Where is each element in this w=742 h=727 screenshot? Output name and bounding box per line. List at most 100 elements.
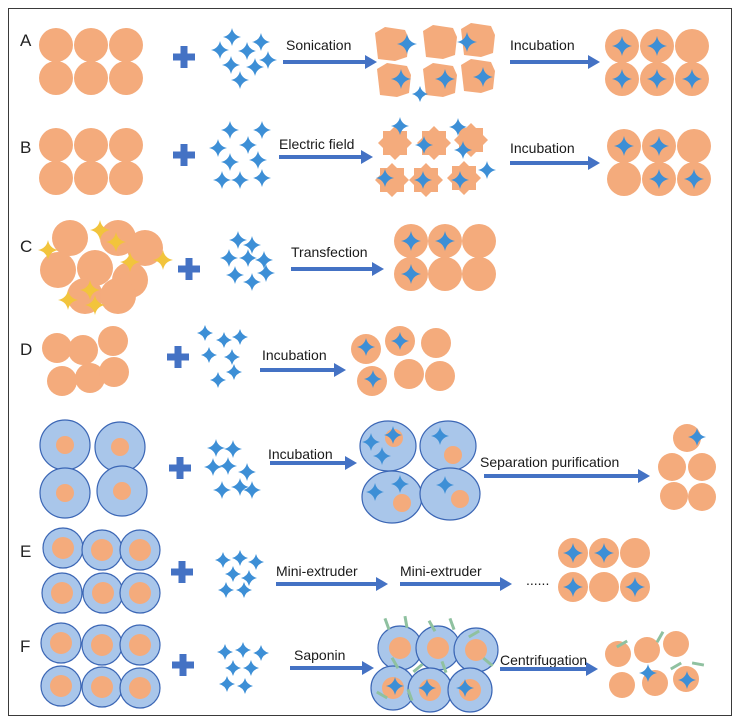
drug-molecule <box>647 36 667 56</box>
drug-molecule <box>226 364 242 380</box>
process-arrow-head <box>365 55 377 69</box>
step-label-d2a: Incubation <box>268 446 333 462</box>
vesicle <box>109 61 143 95</box>
drug-molecule <box>209 139 227 157</box>
drug-molecule <box>252 33 270 51</box>
internal-vesicle <box>52 537 74 559</box>
row-label-f: F <box>20 637 30 656</box>
vesicle <box>607 162 641 196</box>
drug-molecule <box>236 582 252 598</box>
drug-molecule <box>684 169 704 189</box>
process-arrow-head <box>334 363 346 377</box>
plus-sign <box>185 258 193 280</box>
plus-sign <box>180 144 188 166</box>
drug-molecule <box>219 457 237 475</box>
vesicle <box>428 257 462 291</box>
drug-molecule <box>435 69 455 89</box>
plus-sign <box>176 457 184 479</box>
drug-molecule <box>231 478 249 496</box>
vesicle <box>688 453 716 481</box>
row-label-d: D <box>20 340 32 359</box>
saponin-molecule <box>482 656 494 668</box>
step-label-e2: Mini-extruder <box>400 563 482 579</box>
ruptured-vesicle <box>377 63 411 97</box>
step-label-d2b: Separation purification <box>480 454 619 470</box>
vesicle <box>589 572 619 602</box>
process-arrow-head <box>345 456 357 470</box>
drug-molecule <box>239 136 257 154</box>
drug-molecule <box>243 273 261 291</box>
vesicle <box>109 128 143 162</box>
drug-molecule <box>431 427 449 445</box>
drug-molecule <box>210 372 226 388</box>
drug-molecule <box>226 266 244 284</box>
drug-molecule <box>220 249 238 267</box>
drug-molecule <box>647 69 667 89</box>
step-label-e1: Mini-extruder <box>276 563 358 579</box>
saponin-molecule <box>691 661 705 667</box>
plus-sign <box>178 561 186 583</box>
drug-molecule <box>211 41 229 59</box>
drug-molecule <box>414 171 432 189</box>
drug-molecule <box>243 660 259 676</box>
vesicle <box>658 453 686 481</box>
drug-molecule <box>225 566 241 582</box>
drug-molecule <box>678 671 696 689</box>
drug-molecule <box>649 169 669 189</box>
drug-molecule <box>255 251 273 269</box>
internal-vesicle <box>91 634 113 656</box>
saponin-molecule <box>390 657 400 669</box>
drug-molecule <box>249 151 267 169</box>
drug-molecule <box>391 332 409 350</box>
internal-vesicle <box>129 634 151 656</box>
cell <box>359 420 417 472</box>
vesicle <box>605 641 631 667</box>
vesicle <box>40 252 76 288</box>
saponin-molecule <box>655 631 665 643</box>
internal-vesicle <box>50 675 72 697</box>
internal-vesicle <box>50 632 72 654</box>
drug-molecule <box>478 161 496 179</box>
vesicle <box>688 483 716 511</box>
saponin-molecule <box>427 620 437 632</box>
drug-molecule <box>612 36 632 56</box>
internal-vesicle <box>129 582 151 604</box>
drug-molecule <box>449 118 467 136</box>
drug-molecule <box>625 577 645 597</box>
vesicle <box>393 494 411 512</box>
step-label-a1: Sonication <box>286 37 351 53</box>
process-arrow-head <box>362 661 374 675</box>
vesicle <box>444 446 462 464</box>
drug-molecule <box>229 231 247 249</box>
internal-vesicle <box>56 436 74 454</box>
drug-molecule <box>259 51 277 69</box>
drug-molecule <box>473 67 493 87</box>
drug-molecule <box>436 476 454 494</box>
drug-molecule <box>614 136 634 156</box>
vesicle <box>462 257 496 291</box>
internal-vesicle <box>91 676 113 698</box>
porated-vesicle <box>375 163 409 197</box>
drug-molecule <box>213 171 231 189</box>
drug-molecule <box>457 32 477 52</box>
drug-molecule <box>224 349 240 365</box>
plus-sign <box>179 654 187 676</box>
row-label-b: B <box>20 138 31 157</box>
drug-molecule <box>415 136 433 154</box>
row-label-e: E <box>20 542 31 561</box>
gold-drug-molecule <box>80 280 100 300</box>
drug-molecule <box>391 69 411 89</box>
drug-molecule <box>257 264 275 282</box>
diagram-frame <box>8 8 732 716</box>
drug-molecule <box>218 582 234 598</box>
vesicle <box>68 335 98 365</box>
porated-vesicle <box>417 126 451 160</box>
vesicle <box>394 359 424 389</box>
cell <box>361 470 423 524</box>
drug-molecule <box>219 676 235 692</box>
internal-vesicle <box>129 677 151 699</box>
vesicle <box>620 538 650 568</box>
drug-molecule <box>225 660 241 676</box>
saponin-molecule <box>468 629 480 639</box>
vesicle <box>609 672 635 698</box>
